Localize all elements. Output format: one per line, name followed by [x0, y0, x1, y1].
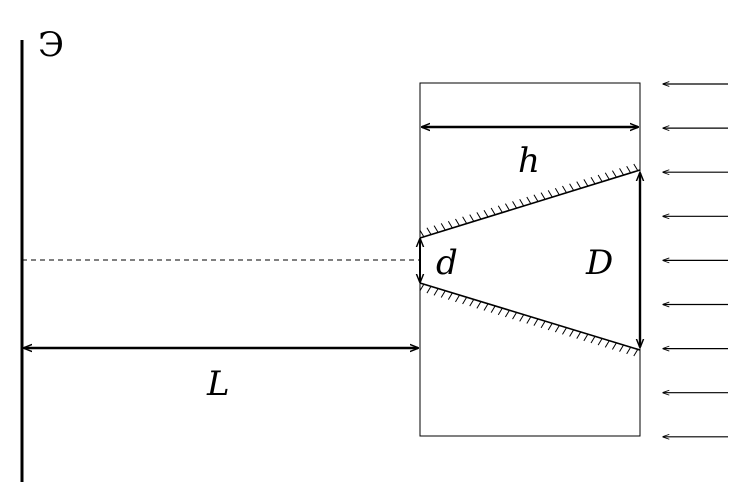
hatch-mark: [433, 225, 439, 233]
hatch-mark: [540, 320, 546, 329]
hatch-mark: [462, 216, 468, 225]
hatch-mark: [611, 342, 618, 350]
hatch-mark: [597, 337, 603, 346]
hatch-mark: [512, 201, 518, 209]
hatch-mark: [476, 301, 482, 309]
hatch-mark: [512, 311, 518, 320]
length-h-label: h: [518, 141, 540, 181]
hatch-mark: [619, 344, 625, 352]
hatch-mark: [540, 192, 546, 200]
hatch-mark: [633, 163, 639, 172]
hatch-mark: [569, 329, 575, 337]
hatch-mark: [419, 283, 425, 292]
hatch-mark: [554, 324, 560, 333]
hatch-mark: [504, 309, 511, 318]
hatch-mark: [576, 181, 582, 189]
upper-mirror-hatching: [419, 163, 639, 238]
lower-mirror-hatching: [419, 283, 639, 357]
hatch-mark: [490, 305, 496, 313]
hatch-mark: [597, 174, 603, 183]
hatch-mark: [611, 170, 618, 178]
hatch-mark: [554, 187, 560, 196]
gap-d-label: d: [436, 243, 458, 283]
hatch-mark: [447, 220, 453, 229]
hatch-mark: [562, 185, 568, 194]
hatch-mark: [490, 207, 496, 216]
hatch-mark: [469, 298, 475, 307]
hatch-mark: [604, 172, 610, 181]
hatch-mark: [633, 348, 639, 357]
hatch-mark: [590, 335, 596, 344]
hatch-mark: [419, 229, 425, 238]
hatch-mark: [469, 214, 475, 222]
hatch-mark: [569, 183, 575, 192]
hatch-mark: [547, 190, 553, 198]
hatch-mark: [497, 205, 503, 214]
hatch-mark: [504, 203, 511, 211]
hatch-mark: [526, 196, 532, 205]
hatch-mark: [583, 179, 589, 187]
hatch-mark: [476, 212, 482, 220]
lower-mirror: [419, 282, 641, 351]
hatch-mark: [576, 331, 582, 339]
hatch-mark: [604, 340, 610, 348]
hatch-mark: [440, 290, 446, 298]
hatch-mark: [455, 294, 461, 303]
screen-label: Э: [38, 25, 64, 65]
hatch-mark: [533, 194, 539, 203]
hatch-mark: [433, 288, 439, 296]
hatch-mark: [447, 292, 453, 300]
hatch-mark: [440, 223, 446, 231]
distance-L-label: L: [206, 364, 230, 404]
hatch-mark: [619, 168, 625, 176]
upper-mirror: [419, 169, 641, 239]
hatch-mark: [526, 316, 532, 324]
hatch-mark: [483, 209, 489, 218]
hatch-mark: [462, 296, 468, 305]
hatch-mark: [519, 198, 525, 207]
hatch-mark: [497, 307, 503, 316]
hatch-mark: [626, 165, 632, 174]
hatch-mark: [483, 303, 489, 311]
hatch-mark: [455, 218, 461, 227]
opening-D-label: D: [585, 243, 613, 283]
hatch-mark: [533, 318, 539, 326]
hatch-mark: [547, 322, 553, 331]
hatch-mark: [626, 346, 632, 355]
hatch-mark: [590, 176, 596, 185]
hatch-mark: [583, 333, 589, 342]
hatch-mark: [519, 314, 525, 322]
hatch-mark: [426, 285, 432, 294]
incoming-light-arrows: [663, 84, 728, 437]
hatch-mark: [426, 227, 432, 236]
hatch-mark: [562, 327, 568, 335]
